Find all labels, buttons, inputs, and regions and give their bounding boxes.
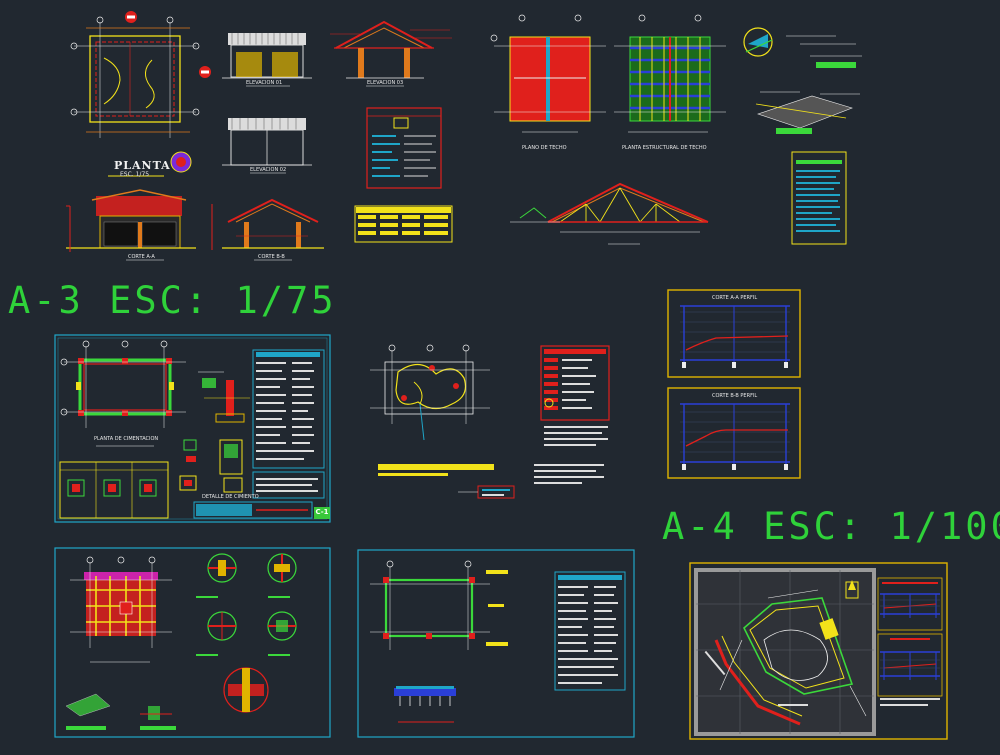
truss-section bbox=[510, 182, 709, 245]
elevation-03 bbox=[330, 20, 452, 87]
elevation-02 bbox=[222, 118, 312, 174]
profile-bb-title: CORTE B-B PERFIL bbox=[712, 393, 758, 399]
c1-spec-table bbox=[252, 349, 325, 499]
electrical-plan bbox=[370, 344, 515, 499]
viga-plan-drawing bbox=[370, 560, 508, 723]
planta-cimentacion-drawing bbox=[60, 340, 186, 447]
c1-legend-boxes bbox=[59, 461, 169, 519]
roof-spec-table bbox=[554, 571, 626, 691]
corte-aa-title: CORTE A-A bbox=[128, 254, 155, 260]
planta-title: PLANTA bbox=[114, 159, 171, 172]
corte-bb-drawing bbox=[222, 198, 324, 261]
cimiento-details bbox=[179, 371, 250, 493]
spec-table-red bbox=[366, 107, 442, 189]
elevation-01 bbox=[222, 33, 312, 87]
site-plan-drawing bbox=[694, 568, 876, 736]
site-profile-bottom bbox=[877, 633, 943, 706]
electrical-legend bbox=[534, 345, 610, 484]
sheet-structural-frame bbox=[54, 547, 331, 738]
finishes-table bbox=[354, 205, 453, 243]
roof-details bbox=[743, 27, 862, 134]
elevation-02-title: ELEVACION 02 bbox=[250, 167, 287, 173]
profile-aa-title: CORTE A-A PERFIL bbox=[712, 295, 758, 301]
sheet-roof-frame bbox=[357, 549, 635, 738]
planta-estructural-title: PLANTA ESTRUCTURAL DE TECHO bbox=[622, 145, 707, 151]
plano-techo-title: PLANO DE TECHO bbox=[522, 145, 567, 151]
detalle-cimiento-title: DETALLE DE CIMIENTO bbox=[202, 494, 259, 500]
planta-estructural-techo-drawing bbox=[614, 14, 726, 133]
structural-small-details bbox=[65, 693, 176, 730]
sheet-label-a4: A-4 ESC: 1/100 bbox=[662, 505, 1000, 548]
profile-bb-panel bbox=[667, 387, 801, 479]
sheet-number-tag: C-1 bbox=[315, 508, 329, 516]
planta-scale: ESC. 1/75 bbox=[120, 171, 150, 178]
structural-circle-details bbox=[196, 553, 297, 713]
c1-title-block bbox=[193, 501, 330, 519]
planta-cimentacion-title: PLANTA DE CIMENTACION bbox=[94, 436, 159, 442]
elevation-01-title: ELEVACION 01 bbox=[246, 80, 283, 86]
estructura-falso-techo-drawing bbox=[70, 556, 172, 663]
sheet-a4-frame bbox=[689, 562, 948, 740]
elevation-03-title: ELEVACION 03 bbox=[367, 80, 404, 86]
corte-aa-drawing bbox=[66, 189, 213, 261]
sheet-c1-frame bbox=[54, 334, 331, 523]
site-profile-top bbox=[877, 577, 943, 631]
profile-aa-panel bbox=[667, 289, 801, 378]
plano-de-techo-drawing bbox=[490, 14, 606, 133]
notes-panel-yellow bbox=[791, 151, 847, 245]
corte-bb-title: CORTE B-B bbox=[258, 254, 285, 260]
planta-drawing bbox=[70, 11, 211, 177]
sheet-label-a3: A-3 ESC: 1/75 bbox=[8, 279, 337, 322]
